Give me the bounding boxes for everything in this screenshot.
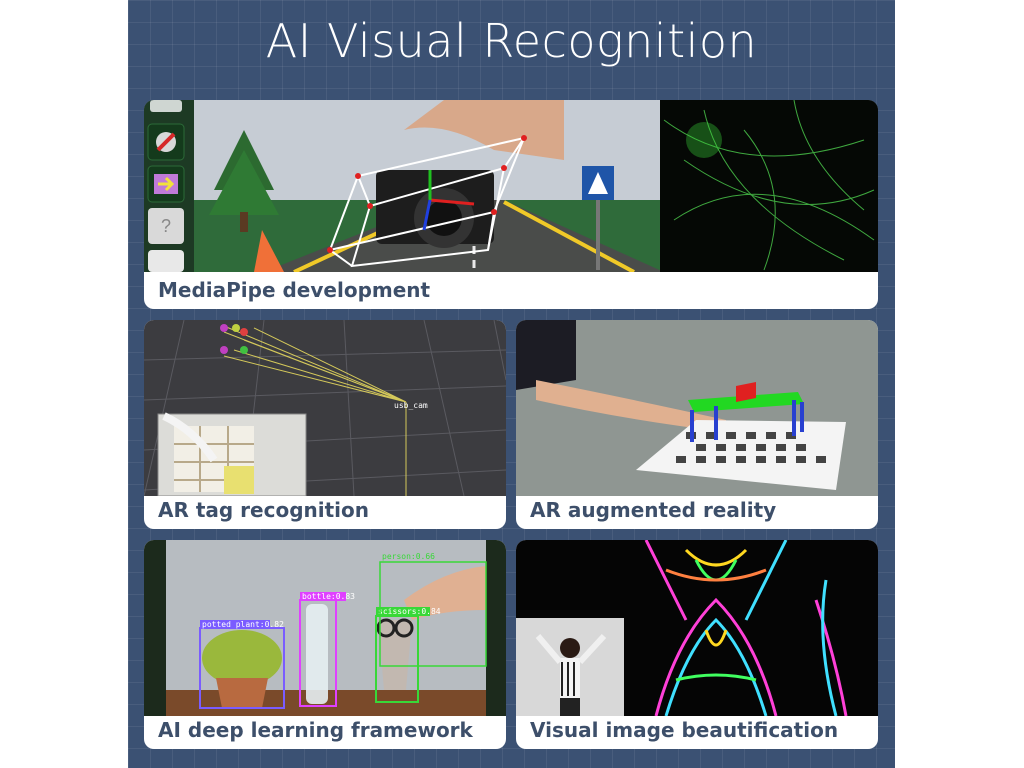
card-label: MediaPipe development [158, 278, 431, 302]
card-label: Visual image beautification [530, 718, 839, 742]
background-panel: AI Visual Recognition ? [128, 0, 895, 768]
ar-augmented-image [516, 320, 878, 496]
ar-tag-image: usb_cam [144, 320, 506, 496]
card-beautification: Visual image beautification [516, 540, 878, 749]
card-label: AR augmented reality [530, 498, 777, 522]
detection-label-person: person:0.66 [382, 552, 435, 561]
card-label: AR tag recognition [158, 498, 370, 522]
deep-learning-image: potted plant:0.82 bottle:0.83 scissors:0… [144, 540, 506, 716]
page-title: AI Visual Recognition [265, 14, 758, 68]
detection-label-potted-plant: potted plant:0.82 [202, 620, 284, 629]
card-ar-augmented: AR augmented reality [516, 320, 878, 529]
tf-frame-label: usb_cam [394, 401, 428, 410]
beautification-image [516, 540, 878, 716]
card-label: AI deep learning framework [158, 718, 473, 742]
detection-label-scissors: scissors:0.84 [378, 607, 441, 616]
card-deep-learning: potted plant:0.82 bottle:0.83 scissors:0… [144, 540, 506, 749]
svg-text:?: ? [161, 216, 171, 236]
mediapipe-image: ? [144, 100, 878, 272]
detection-label-bottle: bottle:0.83 [302, 592, 355, 601]
card-ar-tag: usb_cam AR tag recognition [144, 320, 506, 529]
card-mediapipe: ? [144, 100, 878, 309]
